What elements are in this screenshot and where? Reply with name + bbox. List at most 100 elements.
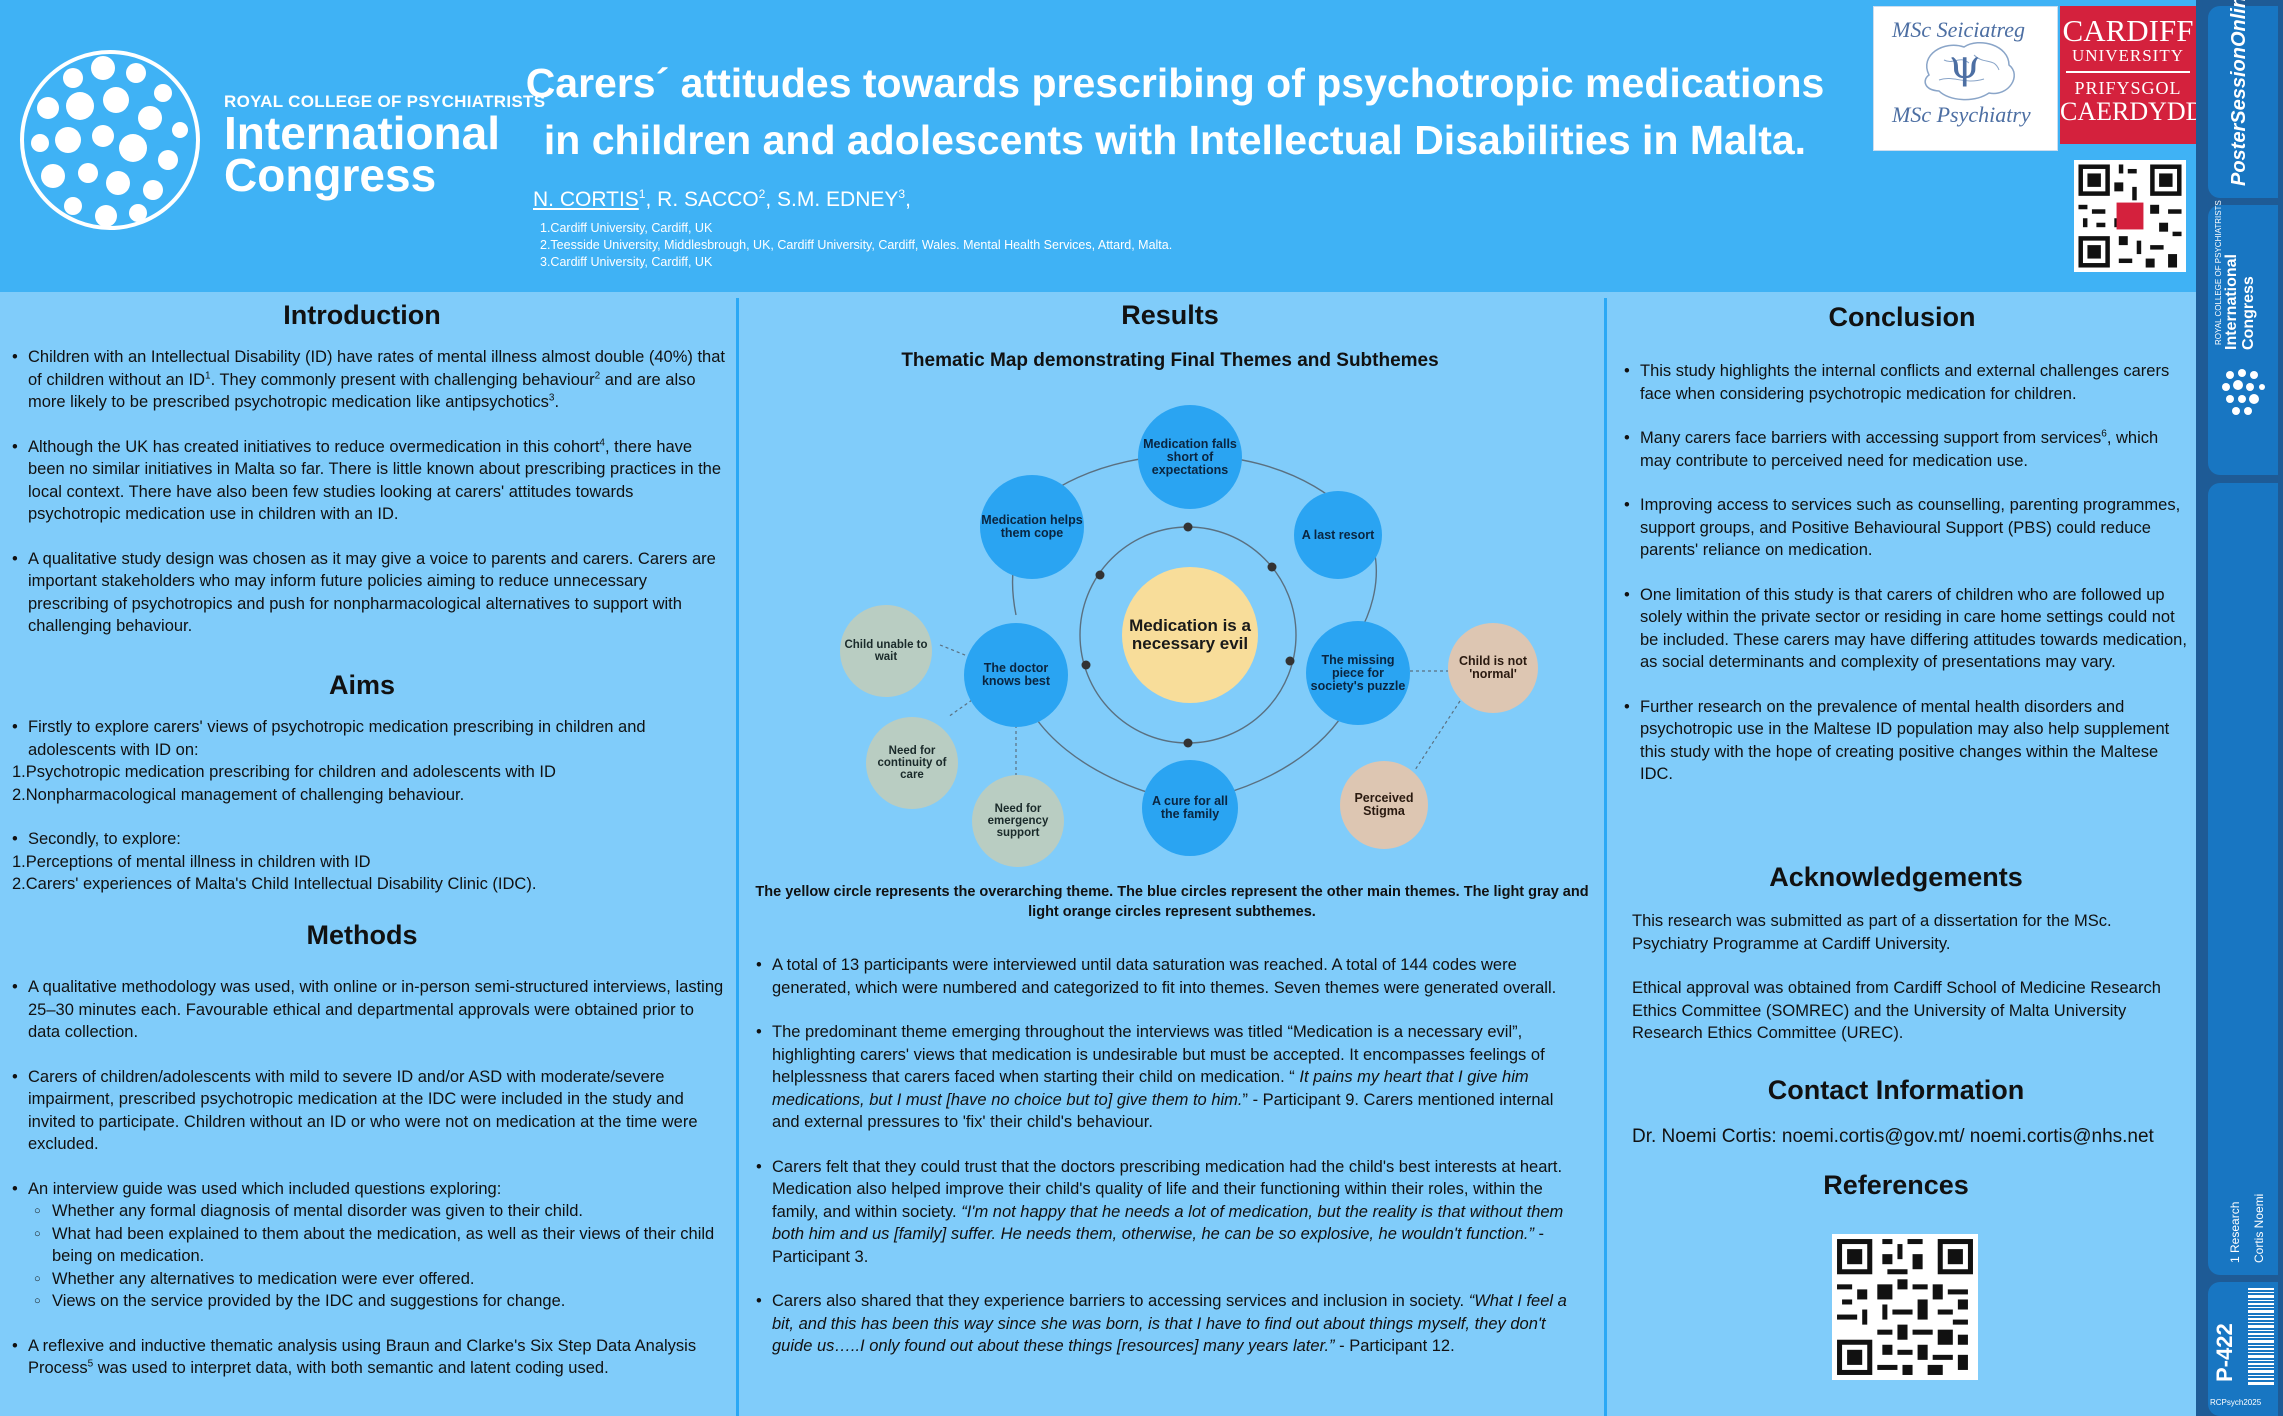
affiliation-2: 2.Teesside University, Middlesbrough, UK…: [540, 238, 1173, 252]
left-column: Introduction Children with an Intellectu…: [0, 292, 736, 1416]
results-bullet-3: Carers felt that they could trust that t…: [756, 1156, 1582, 1269]
author-3: , S.M. EDNEY: [765, 188, 899, 211]
references-qr-code-icon: [1832, 1234, 1978, 1380]
aims-heading: Aims: [328, 670, 396, 700]
results-bullet-1: A total of 13 participants were intervie…: [756, 954, 1582, 999]
intro-b2-sup: 4: [599, 437, 605, 448]
logo-congress: Congress: [224, 149, 437, 201]
methods-bullet-2: Carers of children/adolescents with mild…: [12, 1066, 728, 1156]
intro-bullet-1: Children with an Intellectual Disability…: [12, 346, 728, 414]
results-b4-quote: “What I feel a bit, and this has been th…: [772, 1292, 1567, 1355]
results-b4-text-a: Carers also shared that they experience …: [772, 1292, 1469, 1310]
results-b3-text-a: Carers felt that they could trust that t…: [772, 1157, 1563, 1221]
introduction-heading: Introduction: [283, 300, 441, 330]
results-b4-text-b: - Participant 12.: [1334, 1337, 1455, 1355]
title-line-2: in children and adolescents with Intelle…: [543, 117, 1807, 163]
methods-body: A qualitative methodology was used, with…: [12, 976, 728, 1380]
thematic-map-title: Thematic Map demonstrating Final Themes …: [901, 350, 1439, 371]
conclusion-bullet-2: Many carers face barriers with accessing…: [1624, 427, 2190, 472]
poster-sidebar: PosterSessionOnline ROYAL COLLEGE OF PSY…: [2196, 0, 2283, 1416]
ack-paragraph-1: This research was submitted as part of a…: [1632, 912, 2112, 953]
conclusion-bullet-5: Further research on the prevalence of me…: [1624, 696, 2190, 786]
theme-cure-for-family: A cure for all the family: [1142, 760, 1238, 856]
affiliation-1: 1.Cardiff University, Cardiff, UK: [540, 221, 713, 235]
author-1-sup: 1: [638, 187, 646, 201]
sidebar-tab-info: 1 Research Cortis Noemi: [2208, 483, 2278, 1275]
logo-wordmark: ROYAL COLLEGE OF PSYCHIATRISTS Internati…: [224, 92, 546, 201]
conclusion-body: This study highlights the internal confl…: [1624, 360, 2190, 786]
acknowledgements-body: This research was submitted as part of a…: [1632, 910, 2188, 1045]
theme-doctor-knows-best: The doctor knows best: [964, 623, 1068, 727]
poster-title: Carers´ attitudes towards prescribing of…: [510, 55, 1840, 169]
methods-sub-2: What had been explained to them about th…: [12, 1223, 728, 1268]
ack-paragraph-2: Ethical approval was obtained from Cardi…: [1632, 979, 2161, 1042]
results-b3-quote: “I'm not happy that he needs a lot of me…: [772, 1202, 1564, 1244]
author-list: N. CORTIS1, R. SACCO2, S.M. EDNEY3,: [533, 188, 911, 212]
theme-helps-cope: Medication helps them cope: [980, 475, 1084, 579]
poster-header: ROYAL COLLEGE OF PSYCHIATRISTS Internati…: [0, 0, 2204, 292]
intro-bullet-2: Although the UK has created initiatives …: [12, 436, 728, 526]
aims-item-3: 1.Perceptions of mental illness in child…: [12, 852, 371, 871]
sidebar-code: RCPsych2025: [2210, 1398, 2262, 1407]
subtheme-unable-to-wait: Child unable to wait: [840, 605, 932, 697]
column-divider-2: [1604, 298, 1607, 1416]
prifysgol-word: PRIFYSGOL: [2074, 78, 2182, 98]
methods-bullet-4: A reflexive and inductive thematic analy…: [12, 1335, 728, 1380]
logo-small-text: ROYAL COLLEGE OF PSYCHIATRISTS: [224, 92, 546, 111]
subtheme-perceived-stigma: Perceived Stigma: [1340, 761, 1428, 849]
intro-b1-text-d: .: [554, 393, 560, 411]
author-3-sup: 3: [898, 187, 906, 201]
conclusion-bullet-1: This study highlights the internal confl…: [1624, 360, 2190, 405]
right-column: Conclusion This study highlights the int…: [1608, 292, 2196, 1416]
qr-code-icon: [2074, 160, 2186, 272]
sidebar-ic-line1: International: [2223, 253, 2240, 350]
conclusion-bullet-4: One limitation of this study is that car…: [1624, 584, 2190, 674]
conclusion-b2-sup: 6: [2101, 428, 2107, 440]
contact-heading: Contact Information: [1767, 1075, 2025, 1105]
author-2-sup: 2: [758, 187, 766, 201]
results-b3-text-b: - Participant 3.: [772, 1225, 1545, 1266]
results-body: A total of 13 participants were intervie…: [756, 954, 1582, 1358]
methods-sub-1: Whether any formal diagnosis of mental d…: [12, 1200, 728, 1223]
column-divider-1: [736, 298, 739, 1416]
methods-b4-text-a: A reflexive and inductive thematic analy…: [28, 1336, 697, 1378]
aims-item-2: 2.Nonpharmacological management of chall…: [12, 785, 465, 804]
intro-b1-sup-3: 3: [548, 392, 555, 404]
rcpsych-congress-logo: [20, 50, 200, 230]
psi-symbol: ψ: [1949, 42, 1981, 88]
conclusion-bullet-3: Improving access to services such as cou…: [1624, 494, 2190, 562]
author-end: ,: [905, 188, 911, 211]
methods-heading: Methods: [306, 920, 418, 950]
cardiff-divider: [2066, 71, 2190, 73]
intro-b2-text-a: Although the UK has created initiatives …: [28, 437, 600, 456]
results-heading: Results: [1121, 300, 1219, 330]
methods-sub-3: Whether any alternatives to medication w…: [12, 1268, 728, 1291]
results-b2-text-b: ” - Participant 9. Carers mentioned inte…: [772, 1090, 1554, 1132]
intro-b2-text-b: , there have been no similar initiatives…: [28, 437, 722, 524]
barcode-icon: [2248, 1288, 2274, 1385]
affiliations: 1.Cardiff University, Cardiff, UK 2.Tees…: [540, 220, 1172, 271]
logo-international: International: [224, 107, 501, 159]
title-line-1: Carers´ attitudes towards prescribing of…: [525, 60, 1825, 106]
msc-bottom-text: MSc Psychiatry: [1892, 102, 2031, 127]
conclusion-b2-text-b: , which may contribute to perceived need…: [1640, 429, 2159, 470]
sidebar-category: 1 Research: [2228, 1201, 2242, 1263]
msc-psychiatry-logo: MSc Seiciatreg ψ MSc Psychiatry: [1873, 6, 2058, 151]
subtheme-emergency-support: Need for emergency support: [972, 775, 1064, 867]
theme-last-resort: A last resort: [1294, 491, 1382, 579]
intro-b1-sup-1: 1: [205, 370, 211, 381]
references-heading: References: [1823, 1170, 1969, 1200]
author-2: , R. SACCO: [645, 188, 759, 211]
theme-necessary-evil: Medication is a necessary evil: [1122, 567, 1258, 703]
intro-b1-text-b: . They commonly present with challenging…: [210, 370, 595, 389]
aims-item-1: 1.Psychotropic medication prescribing fo…: [12, 763, 556, 781]
sidebar-tab-poster-session: PosterSessionOnline: [2208, 0, 2278, 198]
sidebar-tab-id: P-422 RCPsych2025: [2208, 1282, 2278, 1416]
contact-email: Dr. Noemi Cortis: noemi.cortis@gov.mt/ n…: [1632, 1126, 2154, 1147]
methods-bullet-1: A qualitative methodology was used, with…: [12, 976, 728, 1044]
methods-bullet-3: An interview guide was used which includ…: [12, 1178, 728, 1201]
sidebar-poster-id: P-422: [2212, 1323, 2237, 1382]
conclusion-b2-text-a: Many carers face barriers with accessing…: [1640, 429, 2102, 447]
results-bullet-4: Carers also shared that they experience …: [756, 1290, 1582, 1358]
congress-dots-icon: [2222, 369, 2265, 415]
